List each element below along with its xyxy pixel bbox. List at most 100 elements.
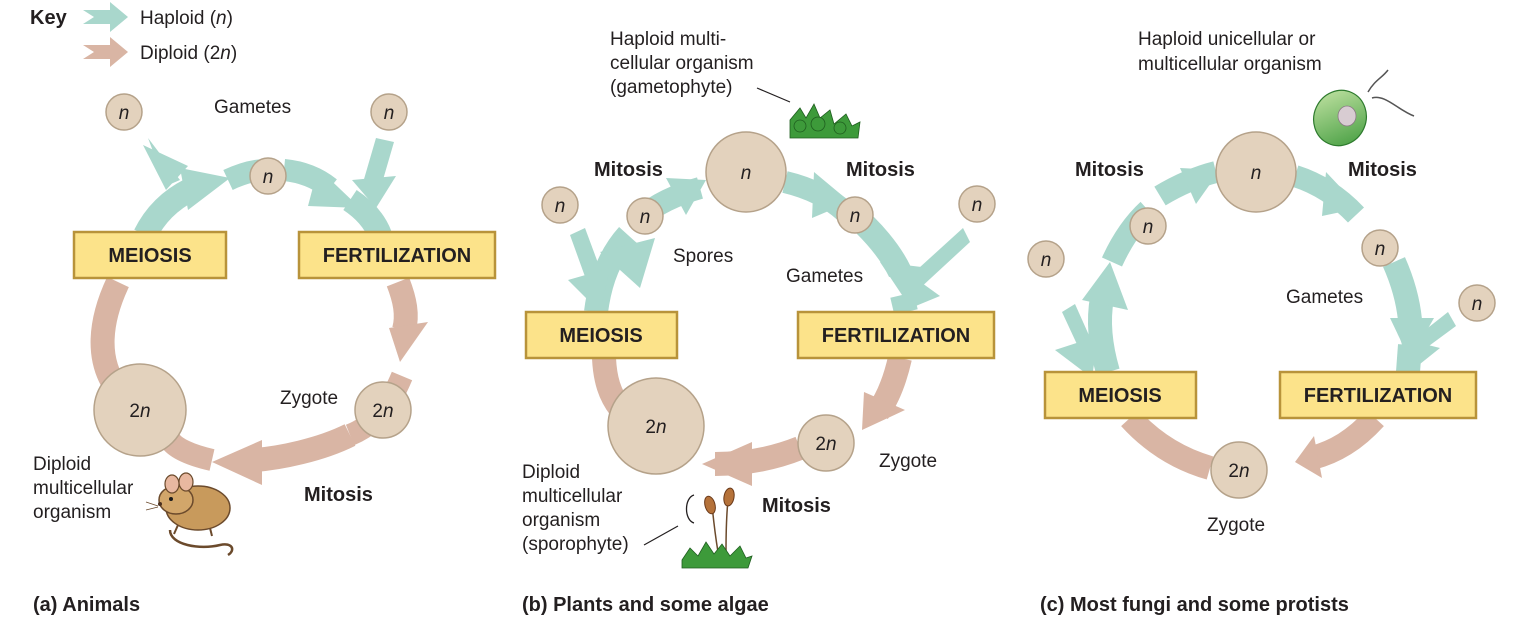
mitosis-label: Mitosis (594, 159, 663, 181)
ploidy-label: n (1472, 294, 1483, 315)
haploid-organism-label: multicellular organism (1138, 54, 1322, 75)
spore-cell (626, 197, 664, 235)
spore-cell (541, 186, 579, 224)
gamete-cell (1458, 284, 1496, 322)
panel-animals: n n n 2n 2n MEIOSIS FERTILIZATION Gamete… (33, 93, 497, 616)
ploidy-label: n (1375, 239, 1386, 260)
haploid-cell (1027, 240, 1065, 278)
meiosis-box (72, 230, 228, 280)
mitosis-label: Mitosis (1348, 159, 1417, 181)
spores-label: Spores (673, 246, 733, 267)
ploidy-label: 2n (372, 401, 393, 422)
gamete-cell (105, 93, 143, 131)
ploidy-label: n (1041, 250, 1052, 271)
ploidy-label: 2n (1228, 461, 1249, 482)
haploid-arc (134, 179, 196, 241)
ploidy-label: n (1143, 217, 1154, 238)
panel-fungi: n n n n n 2n MEIOSIS FERTILIZATION Haplo… (1027, 29, 1496, 616)
gamete-cell (370, 93, 408, 131)
ploidy-label: n (850, 206, 861, 227)
meiosis-label: MEIOSIS (108, 245, 191, 267)
zygote-cell (354, 381, 412, 439)
ploidy-label: 2n (815, 434, 836, 455)
meiosis-box (524, 310, 679, 360)
ploidy-label: n (1251, 163, 1262, 184)
organism-label: organism (33, 502, 111, 523)
diploid-arrowhead (212, 440, 262, 485)
diploid-organism-label: organism (522, 510, 600, 531)
haploid-cell (1129, 207, 1167, 245)
fertilization-box (297, 230, 497, 280)
haploid-arrowhead (600, 238, 655, 288)
haploid-arc (890, 292, 918, 315)
diploid-arrowhead (702, 442, 752, 486)
meiosis-label: MEIOSIS (1078, 385, 1161, 407)
key-diploid-label: Diploid (2n) (140, 43, 237, 64)
zygote-cell (1210, 441, 1268, 499)
gamete-arrow (362, 138, 394, 190)
gamete-arrow (908, 228, 970, 290)
ploidy-label: 2n (129, 401, 150, 422)
diploid-arrowhead (389, 322, 428, 362)
ploidy-label: n (741, 163, 752, 184)
gamete-cell (958, 185, 996, 223)
haploid-arrowhead (1322, 172, 1360, 216)
diploid-organism-cell (93, 363, 187, 457)
diploid-arc (1308, 409, 1384, 470)
gamete-arrowhead (143, 145, 188, 190)
zygote-label: Zygote (280, 388, 338, 409)
spore-arrowhead (568, 268, 610, 312)
fertilization-label: FERTILIZATION (822, 325, 971, 347)
haploid-arrowhead (666, 178, 706, 215)
haploid-arrowhead (1082, 262, 1128, 310)
diploid-organism-label: Diploid (522, 462, 580, 483)
leader-line (643, 525, 679, 546)
panel-caption: (c) Most fungi and some protists (1040, 594, 1349, 616)
fertilization-label: FERTILIZATION (1304, 385, 1453, 407)
mitosis-label: Mitosis (1075, 159, 1144, 181)
meiosis-label: MEIOSIS (559, 325, 642, 347)
haploid-organism-label: Haploid unicellular or (1138, 29, 1316, 50)
organism-label: multicellular (33, 478, 134, 499)
meiosis-box (1043, 370, 1198, 420)
fertilization-box (1278, 370, 1478, 420)
mitosis-label: Mitosis (762, 495, 831, 517)
bracket (685, 494, 695, 524)
diploid-organism-label: multicellular (522, 486, 623, 507)
haploid-arrowhead (1390, 318, 1434, 360)
gamete-arrowhead (1400, 338, 1440, 372)
haploid-organism-cell (1215, 131, 1297, 213)
diploid-arrowhead (862, 392, 905, 430)
gametophyte-cell (705, 131, 787, 213)
ploidy-label: n (119, 103, 130, 124)
haploid-key-arrow (83, 2, 128, 32)
key-legend: Key Haploid (n) Diploid (2n) (30, 2, 237, 67)
mitosis-label: Mitosis (846, 159, 915, 181)
meiosis-output-arrowhead (1055, 336, 1098, 378)
haploid-arrowhead (812, 172, 850, 218)
haploid-arc (1382, 257, 1422, 322)
gamete-arrowhead (897, 265, 940, 310)
diploid-arc (160, 433, 215, 471)
ploidy-label: n (263, 167, 274, 188)
diploid-arc (386, 277, 418, 334)
haploid-arrowhead (1180, 168, 1220, 204)
ploidy-label: n (555, 196, 566, 217)
diploid-organism-label: (sporophyte) (522, 534, 629, 555)
zygote-label: Zygote (1207, 515, 1265, 536)
gamete-cell (249, 157, 287, 195)
ploidy-label: n (972, 195, 983, 216)
zygote-label: Zygote (879, 451, 937, 472)
haploid-organism-label: cellular organism (610, 53, 754, 74)
panel-caption: (a) Animals (33, 594, 140, 616)
sporophyte-cell (607, 377, 705, 475)
gamete-arrowhead (352, 176, 396, 208)
organism-label: Diploid (33, 454, 91, 475)
gamete-cell (836, 196, 874, 234)
moss-sporophyte-icon (681, 487, 753, 569)
haploid-arc (1088, 295, 1120, 376)
moss-icon (789, 103, 861, 139)
haploid-arrowhead (308, 168, 360, 208)
gametes-label: Gametes (214, 97, 291, 118)
